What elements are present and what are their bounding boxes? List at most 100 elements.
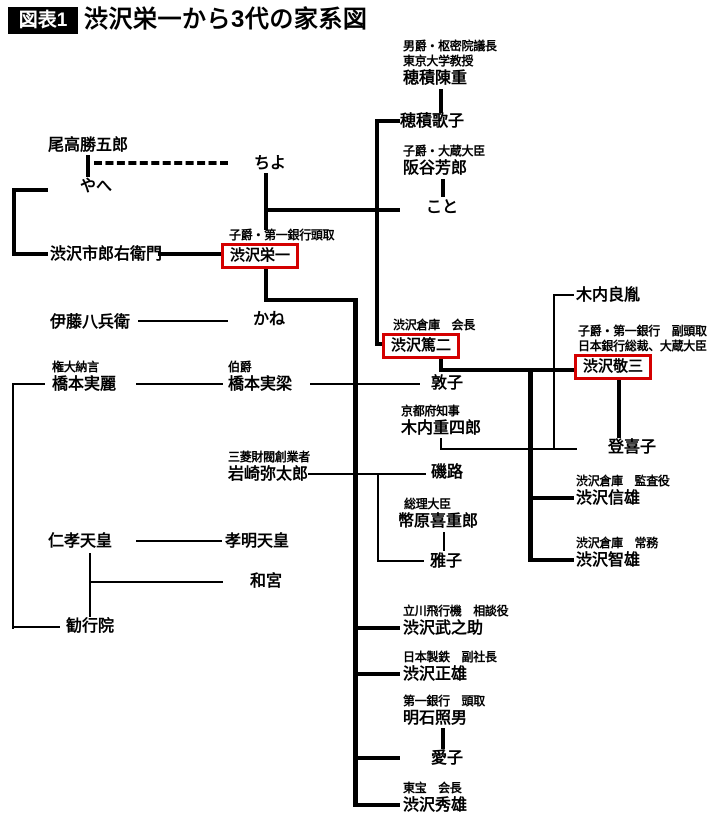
person-name-highlighted: 渋沢敬三: [574, 354, 653, 380]
person-shibusawa-eiichi: 子爵・第一銀行頭取 渋沢栄一: [221, 228, 335, 269]
connector-line: [89, 581, 223, 583]
connector-line: [138, 320, 228, 322]
connector-line: [136, 383, 223, 385]
person-name: 敦子: [431, 375, 464, 392]
person-hozumi-utako: 穂積歌子: [400, 112, 464, 131]
connector-line: [440, 438, 442, 450]
person-shibusawa-tokuji: 渋沢倉庫 会長 渋沢篤二: [382, 318, 475, 359]
connector-line: [86, 155, 90, 177]
connector-line: [439, 368, 574, 372]
connector-line: [528, 558, 574, 562]
connector-line: [12, 188, 16, 256]
person-tokiko: 登喜子: [608, 438, 656, 457]
connector-line: [375, 119, 400, 123]
connector-line: [441, 179, 445, 197]
person-title: 日本製鉄 副社長: [403, 650, 497, 664]
person-name: 木内重四郎: [401, 420, 482, 437]
person-kangyoin: 勧行院: [66, 617, 114, 636]
connector-line: [353, 803, 400, 807]
person-ninko-tenno: 仁孝天皇: [48, 532, 112, 551]
figure-tag: 図表1: [8, 7, 78, 34]
person-isoji: 磯路: [431, 463, 463, 482]
connector-line: [12, 188, 48, 192]
person-name: 岩崎弥太郎: [228, 466, 309, 483]
connector-line: [375, 119, 379, 345]
person-name: 伊藤八兵衛: [50, 314, 131, 331]
person-atsuko: 敦子: [431, 374, 463, 393]
person-odaka-katsugoro: 尾高勝五郎: [48, 136, 128, 155]
person-shibusawa-ichiroemon: 渋沢市郎右衛門: [50, 245, 162, 264]
person-kiuchi-yoshitane: 木内良胤: [576, 286, 640, 305]
person-kazunomiya: 和宮: [250, 572, 282, 591]
person-title: 渋沢倉庫 常務: [576, 536, 658, 550]
person-iwasaki-yataro: 三菱財閥創業者 岩崎弥太郎: [228, 450, 310, 484]
connector-line: [443, 532, 445, 551]
connector-line: [375, 342, 383, 346]
person-name: 穂積陳重: [403, 70, 468, 87]
connector-line: [553, 294, 574, 296]
connector-line: [353, 626, 400, 630]
person-hashimoto-saneyana: 伯爵 橋本実梁: [228, 360, 292, 394]
connector-line: [353, 672, 400, 676]
connector-line: [310, 383, 420, 385]
person-name: 渋沢信雄: [576, 490, 641, 507]
person-name: 穂積歌子: [400, 113, 465, 130]
person-shidehara-kijuro: 総理大臣 幣原喜重郎: [398, 497, 478, 531]
person-name: やへ: [80, 178, 113, 195]
person-shibusawa-masao: 日本製鉄 副社長 渋沢正雄: [403, 650, 497, 684]
person-title: 子爵・第一銀行 副頭取 日本銀行総裁、大蔵大臣: [578, 324, 707, 353]
person-title: 立川飛行機 相談役: [403, 604, 509, 618]
person-name-highlighted: 渋沢栄一: [221, 243, 300, 269]
connector-line: [440, 448, 577, 450]
person-name: 勧行院: [66, 618, 115, 635]
person-shibusawa-takenosuke: 立川飛行機 相談役 渋沢武之助: [403, 604, 509, 638]
person-title: 渋沢倉庫 会長: [393, 318, 475, 332]
connector-line: [264, 208, 268, 230]
person-title: 子爵・大蔵大臣: [403, 144, 485, 158]
connector-line: [158, 252, 222, 256]
person-name: 渋沢正雄: [403, 666, 468, 683]
person-name: こと: [426, 199, 459, 216]
connector-line: [264, 173, 268, 208]
person-name: 阪谷芳郎: [403, 160, 468, 177]
connector-line: [89, 553, 91, 617]
person-kane: かね: [253, 310, 285, 329]
person-koto: こと: [426, 198, 458, 217]
person-name: 渋沢市郎右衛門: [50, 246, 163, 263]
person-name: 和宮: [250, 573, 283, 590]
connector-line: [136, 540, 222, 542]
person-name: 橋本実梁: [228, 376, 293, 393]
connector-line: [12, 383, 14, 629]
person-name: 雅子: [430, 553, 463, 570]
person-name: 登喜子: [608, 439, 657, 456]
person-title: 男爵・枢密院議長 東京大学教授: [403, 39, 497, 68]
person-komei-tenno: 孝明天皇: [225, 532, 289, 551]
person-name: 渋沢武之助: [403, 620, 484, 637]
connector-line: [377, 473, 379, 562]
person-title: 東宝 会長: [403, 781, 462, 795]
connector-line: [553, 294, 555, 450]
person-name: 磯路: [431, 464, 464, 481]
person-name: 木内良胤: [576, 287, 641, 304]
person-shibusawa-nobuo: 渋沢倉庫 監査役 渋沢信雄: [576, 474, 670, 508]
connector-line-main-trunk: [353, 298, 358, 807]
person-sakatani-yoshiro: 子爵・大蔵大臣 阪谷芳郎: [403, 144, 485, 178]
connector-line: [12, 383, 45, 385]
person-title: 京都府知事: [401, 404, 460, 418]
person-shibusawa-hideo: 東宝 会長 渋沢秀雄: [403, 781, 467, 815]
person-name: 明石照男: [403, 710, 468, 727]
connector-line: [264, 298, 358, 302]
person-name: 橋本実麗: [52, 376, 117, 393]
connector-line: [377, 560, 424, 562]
connector-line: [353, 756, 400, 760]
person-title: 権大納言: [52, 360, 99, 374]
connector-line: [12, 252, 48, 256]
connector-line: [441, 728, 445, 749]
person-name: かね: [253, 311, 286, 328]
person-name: 孝明天皇: [225, 533, 290, 550]
person-masako: 雅子: [430, 552, 462, 571]
person-ito-hachibei: 伊藤八兵衛: [50, 313, 130, 332]
person-title: 伯爵: [228, 360, 252, 374]
person-title: 渋沢倉庫 監査役: [576, 474, 670, 488]
